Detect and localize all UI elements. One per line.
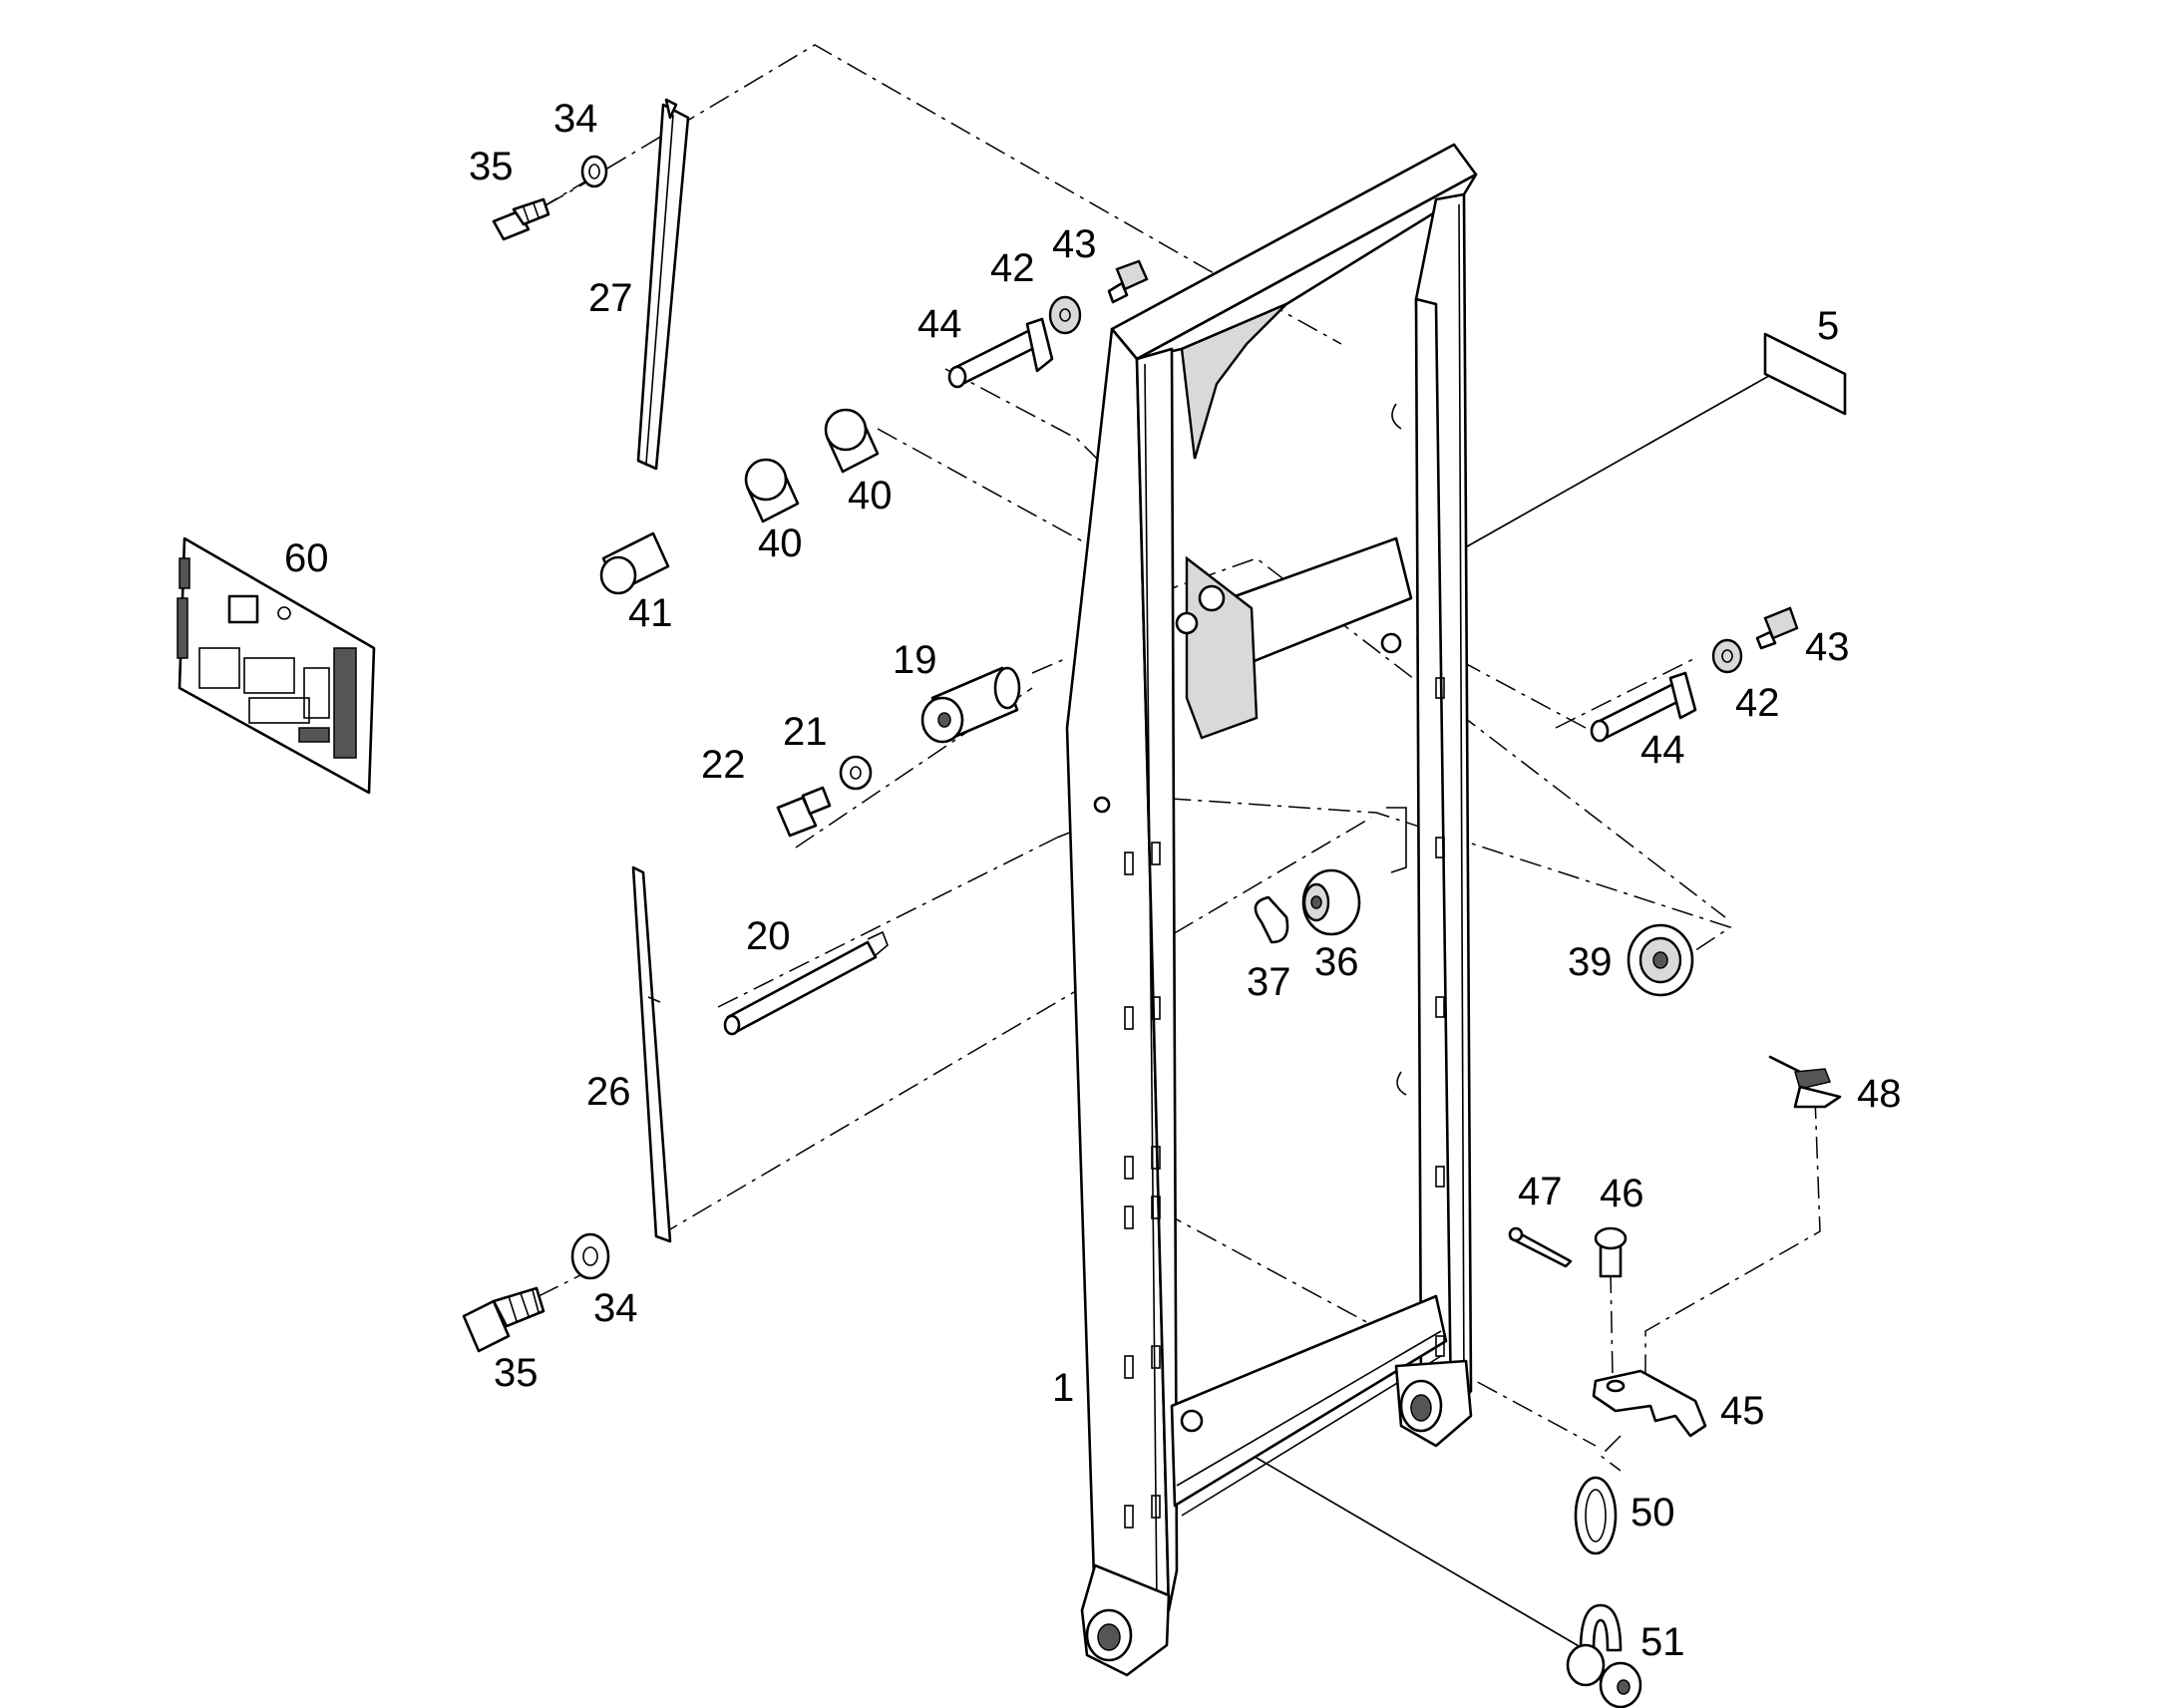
split-pin-part-47 [1508, 1226, 1573, 1268]
washer-part-34-top [580, 155, 608, 188]
callout-44-upper: 44 [917, 302, 962, 346]
clamp-part-37 [1254, 895, 1289, 944]
pin-part-44-lower [1590, 671, 1697, 743]
roller-part-19 [920, 666, 1021, 744]
pin-part-44-upper [947, 317, 1054, 389]
pulley-part-39 [1627, 923, 1694, 997]
wheel-part-36 [1301, 868, 1361, 936]
callout-48: 48 [1857, 1072, 1902, 1116]
bolt-part-43-upper [1107, 259, 1149, 304]
callout-41: 41 [628, 591, 673, 635]
callout-43-upper: 43 [1052, 222, 1097, 266]
callout-34-lower: 34 [593, 1286, 638, 1330]
washer-part-42-upper [1048, 295, 1082, 335]
frame-slots [1124, 677, 1445, 1529]
bolt-part-35-lower [462, 1286, 545, 1353]
pin-part-20 [723, 930, 889, 1036]
label-plate-part-5 [1763, 332, 1847, 416]
callout-42-upper: 42 [990, 246, 1035, 290]
bushing-part-40-lower [744, 458, 800, 523]
callout-21: 21 [783, 710, 828, 754]
sleeve-part-41 [599, 531, 670, 595]
washer-part-42-lower [1711, 638, 1743, 674]
callout-5: 5 [1817, 304, 1839, 348]
callout-22: 22 [701, 743, 746, 787]
callout-40-upper: 40 [848, 474, 893, 517]
callout-60: 60 [284, 536, 329, 580]
washer-part-21 [839, 755, 873, 791]
callout-35-top: 35 [469, 145, 514, 188]
callout-45: 45 [1720, 1389, 1765, 1433]
callout-26: 26 [586, 1070, 631, 1114]
callout-44-lower: 44 [1640, 728, 1685, 772]
callout-51: 51 [1640, 1620, 1685, 1664]
bushing-part-40-upper [824, 408, 880, 474]
bolt-part-35-top [492, 197, 550, 241]
callout-36: 36 [1314, 940, 1359, 984]
bolt-part-43-lower [1755, 606, 1799, 650]
circuit-board-part-60 [177, 536, 376, 795]
callout-27: 27 [588, 276, 633, 320]
callout-40-lower: 40 [758, 521, 803, 565]
pin-part-46 [1594, 1226, 1628, 1278]
callout-43-lower: 43 [1805, 625, 1850, 669]
bracket-part-45 [1592, 1369, 1707, 1438]
callout-1: 1 [1052, 1366, 1074, 1410]
callout-34-top: 34 [553, 97, 598, 141]
callout-39: 39 [1568, 940, 1613, 984]
ring-part-50 [1574, 1476, 1618, 1555]
washer-part-34-lower [570, 1232, 610, 1280]
callout-47: 47 [1518, 1170, 1563, 1213]
rail-part-26 [631, 865, 672, 1243]
bolt-part-22 [776, 786, 832, 838]
shackle-part-51 [1566, 1603, 1642, 1708]
rail-part-27 [636, 98, 690, 471]
callout-19: 19 [893, 638, 937, 682]
callout-labels: 60 35 34 27 44 42 43 5 40 40 41 19 21 22… [284, 97, 1902, 1664]
callout-46: 46 [1600, 1172, 1644, 1215]
callout-42-lower: 42 [1735, 681, 1780, 725]
main-frame [1065, 143, 1478, 1677]
callout-20: 20 [746, 914, 791, 958]
callout-50: 50 [1631, 1491, 1675, 1535]
callout-37: 37 [1247, 960, 1291, 1004]
handle-part-48 [1768, 1055, 1842, 1109]
callout-35-lower: 35 [494, 1351, 539, 1395]
